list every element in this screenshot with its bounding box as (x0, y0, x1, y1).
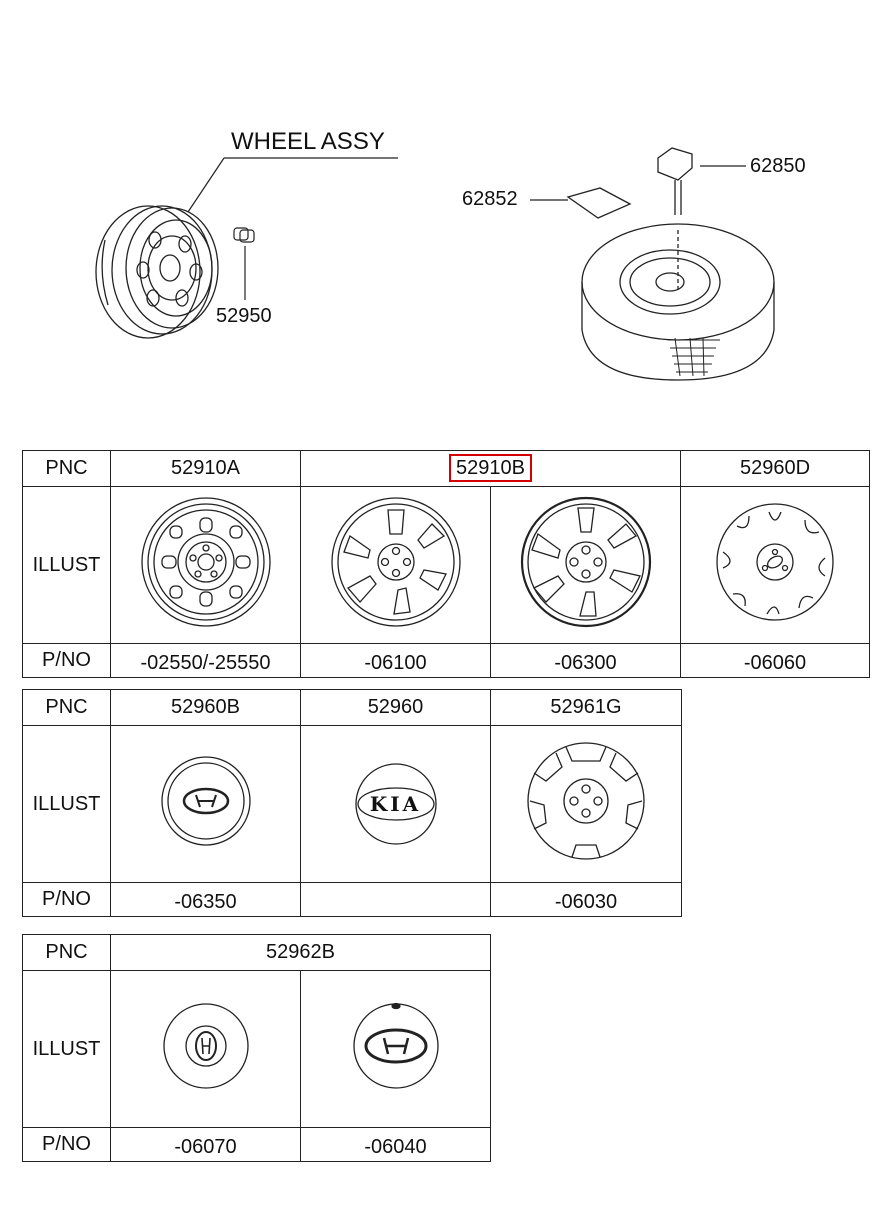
pno-52910a[interactable]: -02550/-25550 (110, 643, 301, 678)
illust-alloy-wheel-a (300, 486, 491, 644)
illust-center-cap-hyundai (110, 725, 301, 883)
wheel-cover-2-icon (527, 742, 645, 860)
wheel-assembly-drawing (95, 147, 775, 381)
wheel-assy-label: WHEEL ASSY (231, 128, 385, 155)
illust-center-cap-large (300, 970, 491, 1128)
steel-wheel-icon (140, 497, 271, 627)
pnc-52960[interactable]: 52960 (300, 689, 491, 726)
pno-52960[interactable] (300, 882, 491, 917)
pnc-52960d[interactable]: 52960D (680, 450, 870, 487)
illust-center-cap-kia: KIA (300, 725, 491, 883)
pno-52910b-06300[interactable]: -06300 (490, 643, 681, 678)
center-cap-large-icon (352, 1002, 439, 1089)
pnc-52910b[interactable]: 52910B (449, 454, 532, 482)
row-label-illust: ILLUST (22, 970, 111, 1128)
hub-cap-kia-icon (354, 763, 437, 845)
hub-cap-hyundai-icon (160, 756, 251, 846)
row-label-pno: P/NO (22, 643, 111, 678)
row-label-illust: ILLUST (22, 486, 111, 644)
kia-logo-text: KIA (369, 792, 422, 816)
pno-52961g[interactable]: -06030 (490, 882, 682, 917)
illust-alloy-wheel-b (490, 486, 681, 644)
row-label-illust: ILLUST (22, 725, 111, 883)
illust-wheel-cover (680, 486, 870, 644)
parts-table-1: PNC 52910A 52910B 52960D ILLUST (22, 450, 870, 678)
illust-center-cap-small (110, 970, 301, 1128)
callout-62852: 62852 (462, 188, 518, 210)
illust-wheel-cover-2 (490, 725, 682, 883)
lug-nut-illustration (233, 227, 255, 300)
pno-52960b[interactable]: -06350 (110, 882, 301, 917)
pno-52910b-06100[interactable]: -06100 (300, 643, 491, 678)
pnc-52960b[interactable]: 52960B (110, 689, 301, 726)
illust-steel-wheel (110, 486, 301, 644)
pno-52962b-06040[interactable]: -06040 (300, 1127, 491, 1162)
pno-52960d[interactable]: -06060 (680, 643, 870, 678)
pno-52962b-06070[interactable]: -06070 (110, 1127, 301, 1162)
callout-52950: 52950 (216, 305, 272, 327)
alloy-wheel-dark-icon (520, 496, 651, 628)
row-label-pno: P/NO (22, 1127, 111, 1162)
callout-62850: 62850 (750, 155, 806, 177)
pnc-52910a[interactable]: 52910A (110, 450, 301, 487)
hold-down-bolt-illustration (657, 147, 746, 290)
pnc-52962b[interactable]: 52962B (110, 934, 491, 971)
steel-wheel-illustration (95, 205, 219, 339)
wheel-cover-icon (716, 503, 834, 621)
alloy-wheel-icon (330, 497, 461, 627)
row-label-pnc: PNC (22, 450, 111, 487)
parts-table-2: PNC 52960B 52960 52961G ILLUST (22, 689, 682, 917)
row-label-pnc: PNC (22, 934, 111, 971)
parts-table-3: PNC 52962B ILLUST (22, 934, 491, 1162)
spare-tire-illustration (581, 223, 775, 381)
label-tag-illustration (530, 187, 632, 219)
pnc-52961g[interactable]: 52961G (490, 689, 682, 726)
row-label-pno: P/NO (22, 882, 111, 917)
pnc-52910b-cell: 52910B (300, 450, 681, 487)
row-label-pnc: PNC (22, 689, 111, 726)
center-cap-small-icon (162, 1003, 249, 1089)
